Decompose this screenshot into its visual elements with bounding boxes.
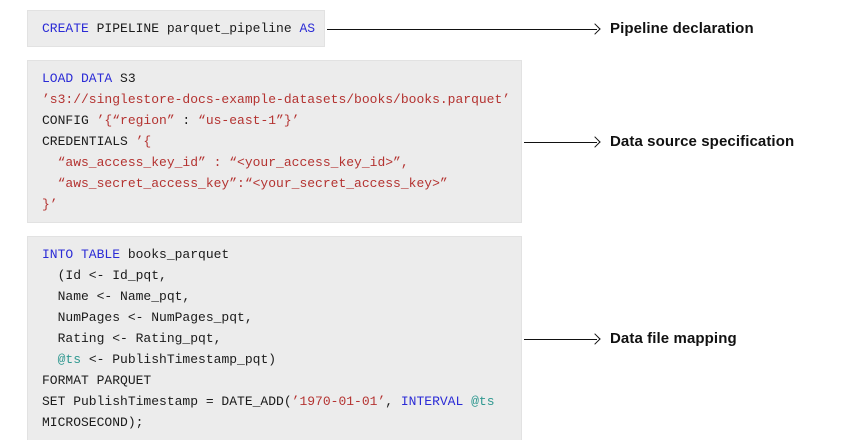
code-line: (Id <- Id_pqt,: [42, 268, 167, 283]
code-line: INTO TABLE books_parquet: [42, 247, 230, 262]
annotation-label-data-source-specification: Data source specification: [610, 133, 795, 150]
code-line: MICROSECOND);: [42, 415, 144, 430]
code-line: ’s3://singlestore-docs-example-datasets/…: [42, 92, 511, 107]
code-line: NumPages <- NumPages_pqt,: [42, 310, 253, 325]
code-line: CONFIG ’{“region” : “us-east-1”}’: [42, 113, 300, 128]
code-line: }’: [42, 197, 58, 212]
code-block-into-table: INTO TABLE books_parquet (Id <- Id_pqt, …: [27, 236, 522, 440]
code-line: LOAD DATA S3: [42, 71, 136, 86]
right-arrow-icon: [327, 22, 600, 36]
row-data-source-specification: LOAD DATA S3 ’s3://singlestore-docs-examp…: [27, 60, 850, 223]
code-line: Name <- Name_pqt,: [42, 289, 191, 304]
code-line: FORMAT PARQUET: [42, 373, 152, 388]
code-line: “aws_secret_access_key”:“<your_secret_ac…: [42, 176, 448, 191]
code-line: CREDENTIALS ’{: [42, 134, 152, 149]
code-line: SET PublishTimestamp = DATE_ADD(’1970-01…: [42, 394, 495, 409]
row-pipeline-declaration: CREATE PIPELINE parquet_pipeline AS Pipe…: [27, 10, 850, 47]
code-line: @ts <- PublishTimestamp_pqt): [57, 352, 277, 367]
right-arrow-icon: [524, 135, 600, 149]
code-line: Rating <- Rating_pqt,: [42, 331, 222, 346]
code-block-create-pipeline: CREATE PIPELINE parquet_pipeline AS: [27, 10, 325, 47]
code-block-load-data: LOAD DATA S3 ’s3://singlestore-docs-examp…: [27, 60, 522, 223]
right-arrow-icon: [524, 332, 600, 346]
code-line: CREATE PIPELINE parquet_pipeline AS: [42, 21, 316, 36]
row-data-file-mapping: INTO TABLE books_parquet (Id <- Id_pqt, …: [27, 236, 850, 440]
code-line: “aws_access_key_id” : “<your_access_key_…: [42, 155, 409, 170]
annotation-label-data-file-mapping: Data file mapping: [610, 330, 737, 347]
annotation-label-pipeline-declaration: Pipeline declaration: [610, 20, 754, 37]
